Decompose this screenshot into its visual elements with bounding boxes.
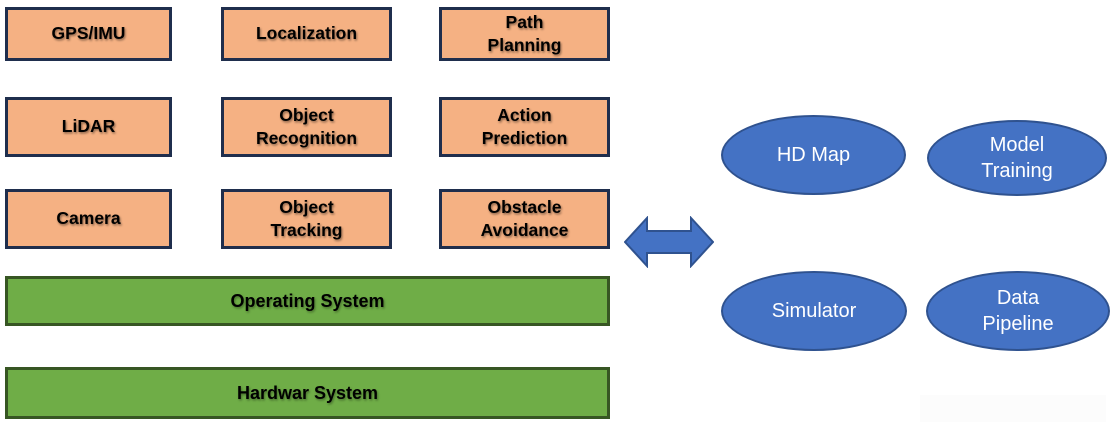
ellipse-data-pipeline: Data Pipeline xyxy=(926,271,1110,351)
double-arrow-icon xyxy=(623,215,715,269)
module-box-gps-imu: GPS/IMU xyxy=(5,7,172,61)
watermark-patch xyxy=(920,395,1106,422)
layer-label: Operating System xyxy=(230,290,385,311)
module-label: Object Tracking xyxy=(270,196,343,240)
ellipse-label: Simulator xyxy=(771,300,857,322)
module-box-path-planning: Path Planning xyxy=(439,7,610,61)
module-label: LiDAR xyxy=(61,116,116,137)
layer-bar-hardware-system: Hardwar System xyxy=(5,367,610,419)
module-label: Action Prediction xyxy=(481,104,568,148)
ellipse-simulator: Simulator xyxy=(721,271,907,351)
layer-label: Hardwar System xyxy=(236,382,379,403)
module-box-action-prediction: Action Prediction xyxy=(439,97,610,157)
module-label: Camera xyxy=(56,208,121,229)
module-box-lidar: LiDAR xyxy=(5,97,172,157)
module-label: Obstacle Avoidance xyxy=(480,196,569,240)
module-label: Path Planning xyxy=(487,11,562,55)
ellipse-label: Model Training xyxy=(981,134,1053,182)
module-label: Localization xyxy=(255,23,358,44)
module-box-localization: Localization xyxy=(221,7,392,61)
module-box-obstacle-avoidance: Obstacle Avoidance xyxy=(439,189,610,249)
module-box-object-tracking: Object Tracking xyxy=(221,189,392,249)
module-box-camera: Camera xyxy=(5,189,172,249)
module-label: GPS/IMU xyxy=(51,23,126,44)
layer-bar-operating-system: Operating System xyxy=(5,276,610,326)
ellipse-model-training: Model Training xyxy=(927,120,1107,196)
ellipse-hd-map: HD Map xyxy=(721,115,906,195)
module-box-object-recognition: Object Recognition xyxy=(221,97,392,157)
module-label: Object Recognition xyxy=(255,104,358,148)
ellipse-label: Data Pipeline xyxy=(982,287,1054,335)
ellipse-label: HD Map xyxy=(776,144,851,166)
